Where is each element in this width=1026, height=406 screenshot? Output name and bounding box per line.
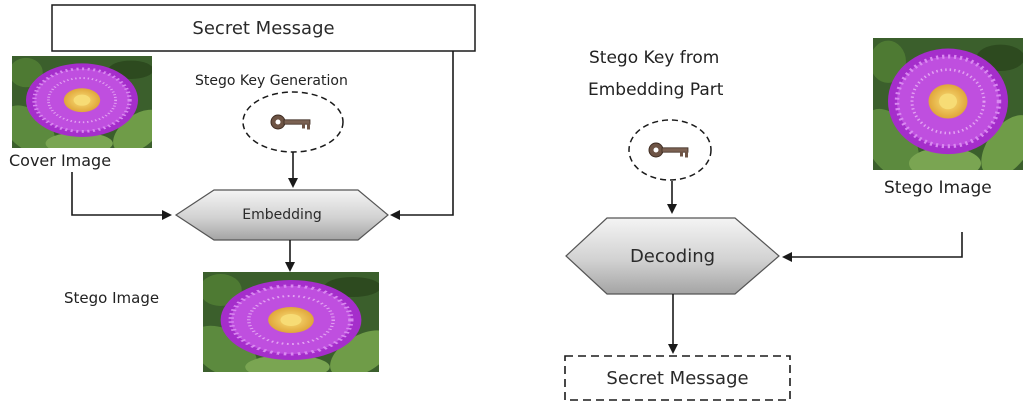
- key-icon: [648, 142, 689, 158]
- secret-message-label: Secret Message: [192, 17, 335, 39]
- cover-to-embedding-arrow: [71, 172, 172, 220]
- embedding-hexagon: [174, 189, 389, 241]
- secret-message-output-label: Secret Message: [606, 367, 749, 389]
- stego-image-input-label: Stego Image: [884, 178, 992, 198]
- key-circle-decoding: [628, 119, 712, 181]
- cover-image: [0, 56, 173, 159]
- secret-message-box: [51, 4, 476, 52]
- cover-image-label: Cover Image: [9, 151, 112, 170]
- stego-key-generation-label: Stego Key Generation: [195, 73, 348, 89]
- stego-image-output: [178, 272, 406, 384]
- stego-image-input: [851, 38, 1026, 186]
- stego-key-from-label-line2: Embedding Part: [588, 80, 724, 100]
- stego-image-output-label: Stego Image: [64, 289, 160, 307]
- decoding-hexagon: [565, 217, 780, 295]
- stego-to-decoding-arrow: [782, 232, 963, 262]
- decoding-label: Decoding: [629, 245, 716, 267]
- secret-message-output-box: [564, 355, 791, 401]
- stego-key-from-label-line1: Stego Key from: [589, 48, 720, 68]
- key-icon: [270, 114, 311, 130]
- embedding-label: Embedding: [242, 207, 322, 223]
- message-to-embedding-arrow: [390, 51, 454, 220]
